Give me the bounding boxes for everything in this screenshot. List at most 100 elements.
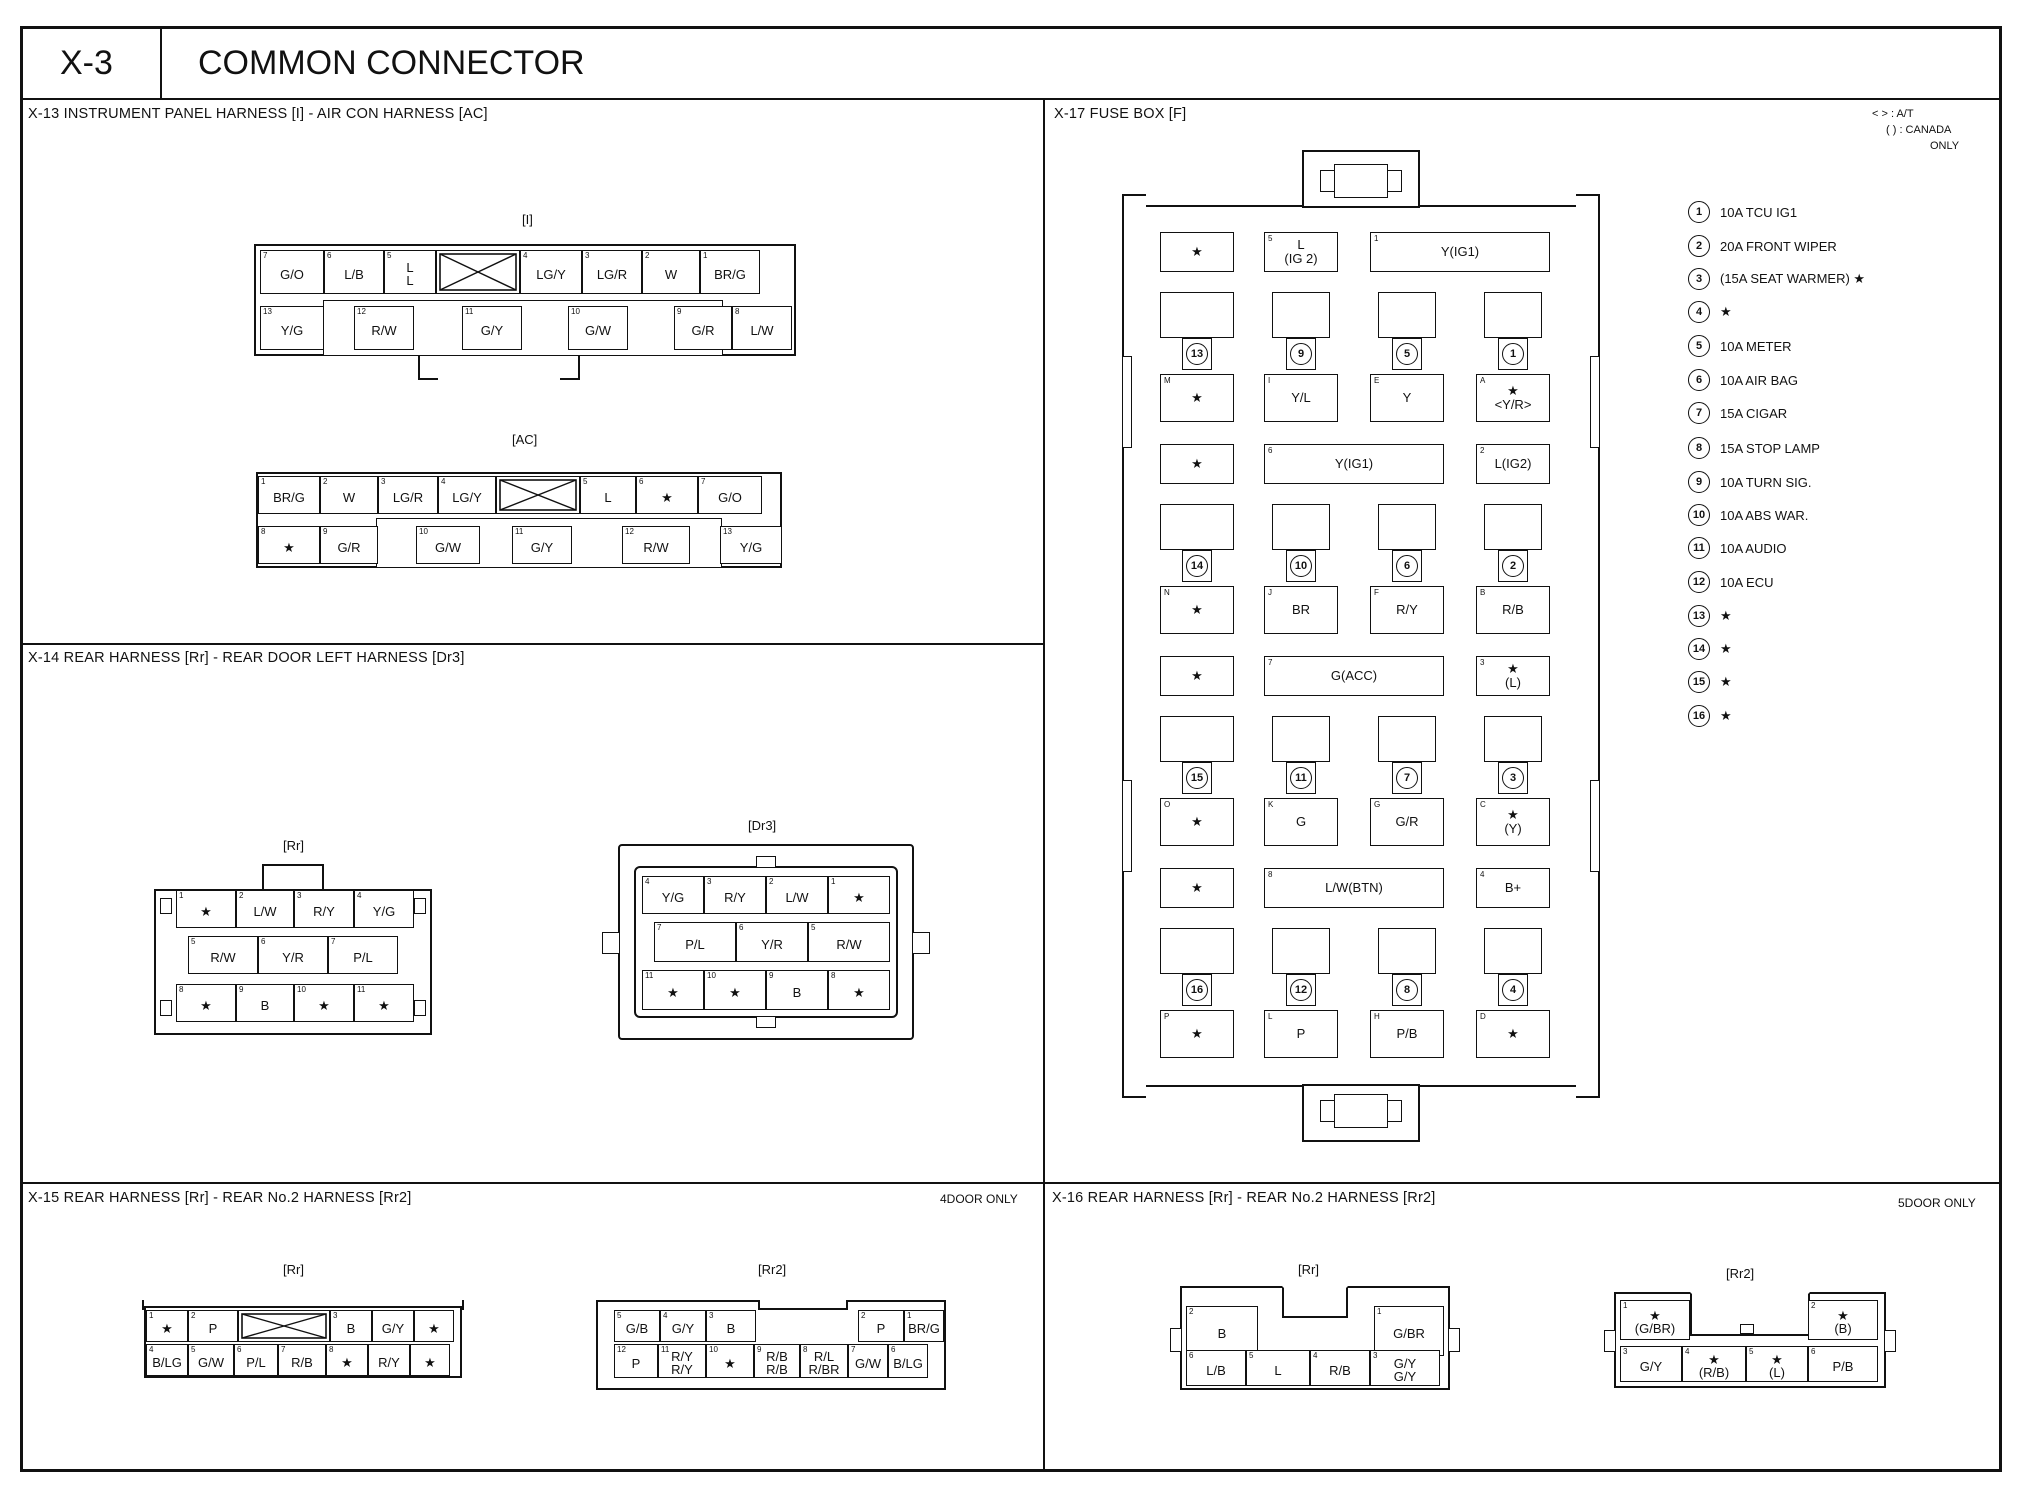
pin-number: 5 [1749, 1347, 1754, 1356]
pin-number: 7 [851, 1345, 856, 1354]
wire-color: ★ [853, 984, 865, 1000]
pin-number: 1 [1623, 1301, 1628, 1310]
label-ac: [AC] [512, 432, 538, 447]
wire-color: P [876, 1320, 886, 1336]
pin-number: 6 [739, 923, 744, 932]
wire-color: ★ [1191, 602, 1203, 617]
fuse-number-badge: 12 [1290, 979, 1312, 1001]
wire-color: P/B [1396, 1026, 1418, 1041]
fuse-legend-item: 14★ [1688, 637, 1732, 661]
pin-number: 13 [263, 307, 272, 316]
blank-cavity [238, 1310, 330, 1342]
pin-number: K [1268, 800, 1274, 809]
header-divider [20, 98, 2002, 100]
fuse-cavity [1272, 928, 1330, 974]
wire-color: L/B [344, 266, 364, 282]
wire-color: BR [1291, 602, 1311, 617]
pin-number: 2 [861, 1311, 866, 1320]
fuse-legend-text: 20A FRONT WIPER [1720, 238, 1837, 254]
pin-number: I [1268, 376, 1271, 385]
fuse-slot-top-left: ★ [1160, 232, 1234, 272]
pin-number: G [1374, 800, 1381, 809]
wire-color: ★ [1191, 1026, 1203, 1041]
fuse-legend-item: 16★ [1688, 704, 1732, 728]
dr3-pin-10: 10★ [704, 970, 766, 1010]
pin-number: 4 [1313, 1351, 1318, 1360]
wire-color: BR/G [714, 266, 746, 282]
label-x16-rr: [Rr] [1298, 1262, 1319, 1277]
fuse-number-badge: 10 [1290, 555, 1312, 577]
fuse-slot-bottom-M: M★ [1160, 374, 1234, 422]
pin-number: 4 [645, 877, 650, 886]
fuse-legend-text: (15A SEAT WARMER) ★ [1720, 271, 1866, 286]
pin-number: 1 [1374, 234, 1379, 243]
x15rr-pin-x5: R/Y [368, 1344, 410, 1376]
pin-number: M [1164, 376, 1171, 385]
fuse-slot-top-right: 3★ (L) [1476, 656, 1550, 696]
pin-number: 1 [179, 891, 184, 900]
pin-number: 10 [297, 985, 306, 994]
wire-color: R/Y [313, 903, 335, 919]
pin-number: 5 [811, 923, 816, 932]
dr3-pin-8: 8★ [828, 970, 890, 1010]
wire-color: G/W [198, 1354, 224, 1370]
wire-color: L L [406, 260, 414, 288]
fuse-number-badge: 7 [1396, 767, 1418, 789]
wire-color: G/O [718, 489, 742, 505]
pin-number: 2 [191, 1311, 196, 1320]
wire-color: G/O [280, 266, 304, 282]
pin-number: 2 [1480, 446, 1485, 455]
pin-number: 3 [585, 251, 590, 260]
wire-color: G/W [855, 1355, 881, 1371]
wire-color: Y/G [661, 889, 685, 905]
x14rr-pin-1: 1★ [176, 890, 236, 928]
wire-color: ★ [428, 1320, 440, 1336]
x16rr2-pin-1: 1★ (G/BR) [1620, 1300, 1690, 1340]
fuse-number-badge: 5 [1688, 335, 1710, 357]
pin-number: 6 [1189, 1351, 1194, 1360]
wire-color: B [346, 1320, 356, 1336]
wire-color: B/LG [152, 1354, 182, 1370]
fuse-box-right-rail [1576, 194, 1600, 1098]
fuse-number-badge: 2 [1502, 555, 1524, 577]
wire-color: L/W [750, 322, 774, 338]
pin-number: 9 [677, 307, 682, 316]
pin-number: 10 [707, 971, 716, 980]
fuse-number-badge: 16 [1186, 979, 1208, 1001]
pin-number: 5 [1268, 234, 1273, 243]
pin-number: 2 [1189, 1307, 1194, 1316]
fuse-cavity [1160, 716, 1234, 762]
wire-color: R/W [643, 539, 669, 555]
wire-color: Y(IG1) [1334, 456, 1374, 471]
wire-color: ★ (Y) [1504, 807, 1522, 836]
wire-color: ★ [1191, 880, 1203, 895]
wire-color: B/LG [893, 1355, 923, 1371]
label-i: [I] [522, 212, 533, 227]
wire-color: Y(IG1) [1440, 244, 1480, 259]
